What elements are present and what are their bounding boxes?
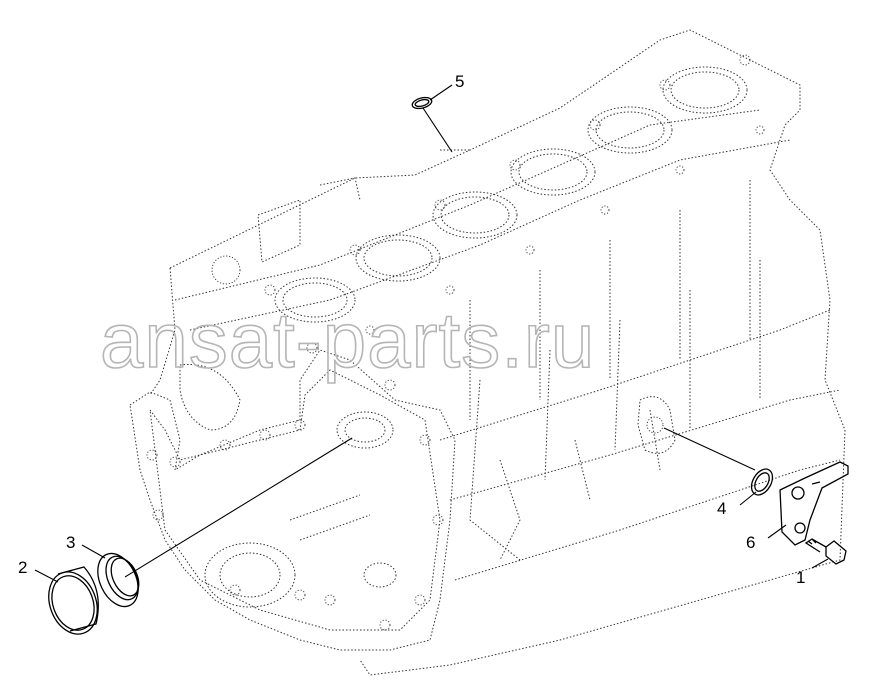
leader-lines (34, 84, 829, 583)
callout-labels: 1 2 3 4 5 6 (18, 72, 805, 587)
part-2-cap-plug (48, 566, 99, 635)
part-6-bracket (779, 461, 849, 546)
part-3-seal-ring (97, 552, 140, 608)
part-5-ring (411, 96, 433, 110)
callout-6: 6 (746, 533, 755, 552)
part-4-o-ring (750, 468, 774, 496)
part-1-bolt (804, 538, 847, 565)
callout-3: 3 (66, 533, 75, 552)
callout-1: 1 (796, 568, 805, 587)
callout-2: 2 (18, 558, 27, 577)
callout-5: 5 (455, 72, 464, 91)
callout-4: 4 (717, 499, 726, 518)
engine-block (129, 29, 846, 676)
watermark: ansat-parts.ru (100, 296, 595, 384)
